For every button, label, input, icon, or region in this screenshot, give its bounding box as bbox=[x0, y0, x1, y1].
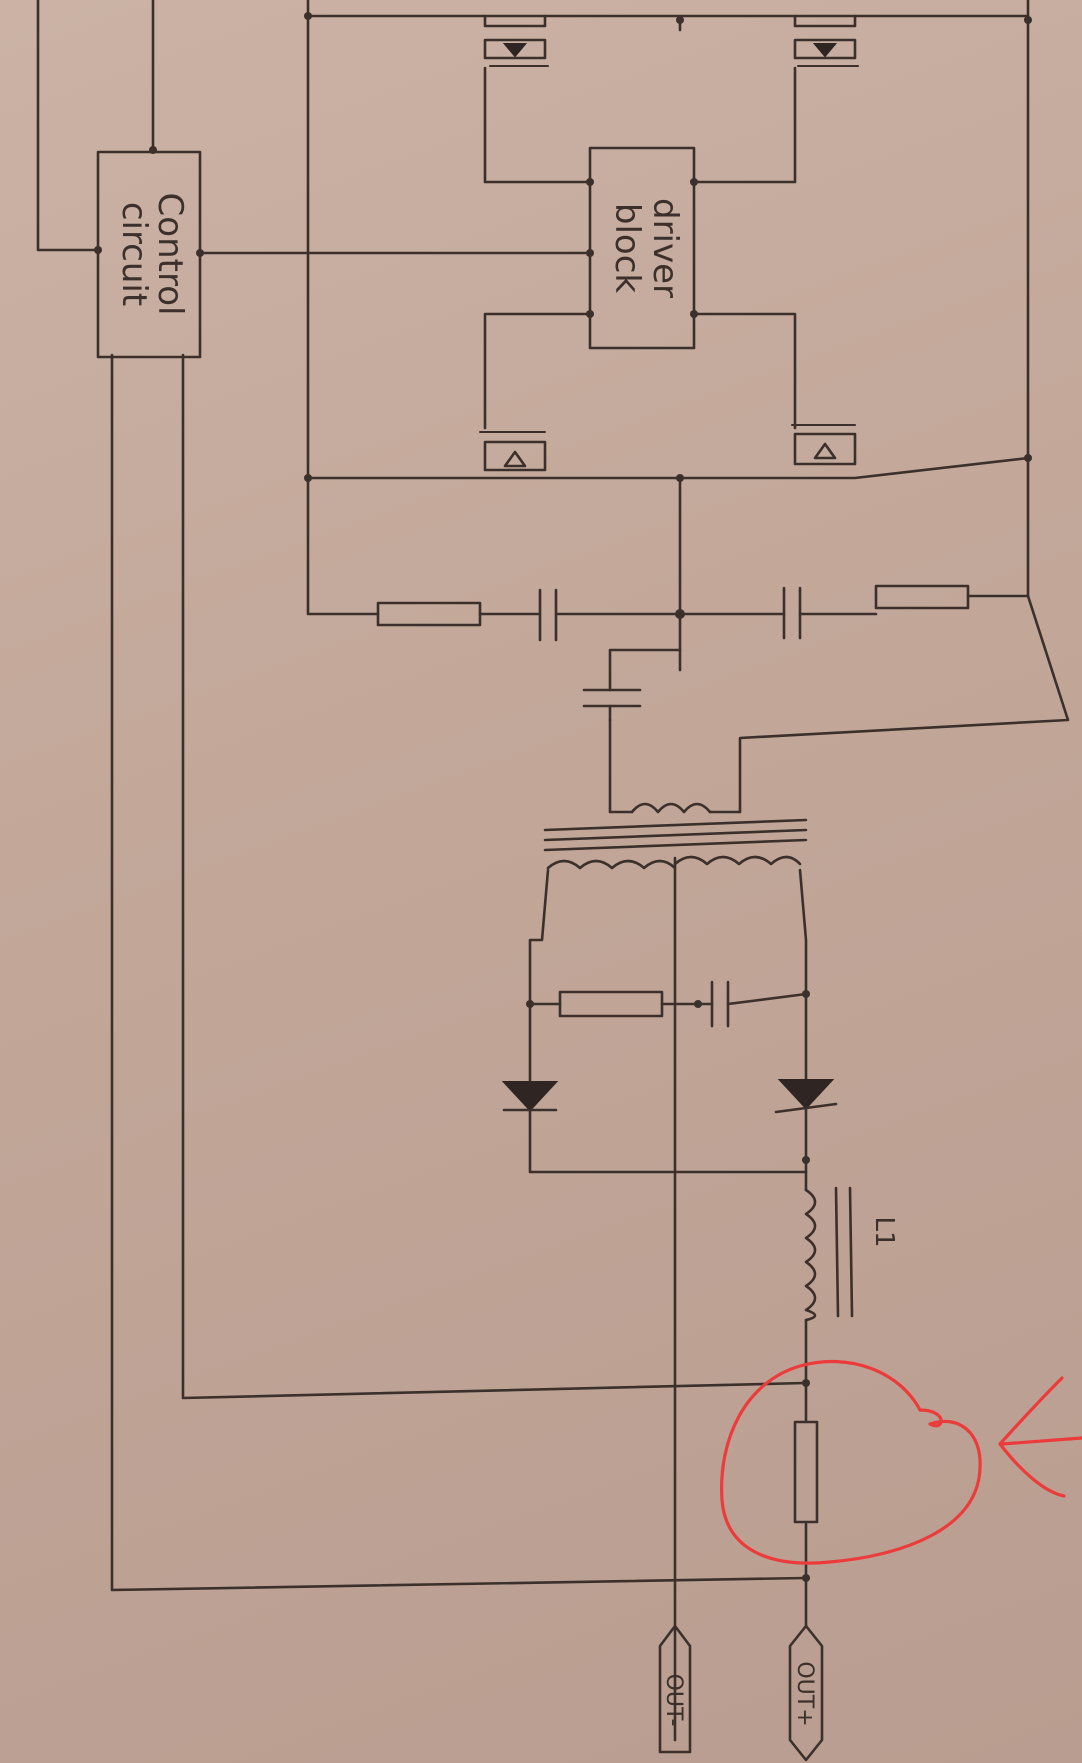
output-inductor: L1 bbox=[804, 1186, 899, 1322]
wire-left-feedback bbox=[36, 0, 100, 252]
terminal-out-positive: OUT+ bbox=[788, 1624, 824, 1762]
wire-q1-drain bbox=[483, 14, 547, 28]
transformer bbox=[543, 802, 808, 870]
svg-text:OUT-: OUT- bbox=[661, 1674, 686, 1727]
mosfet-q4 bbox=[791, 424, 857, 466]
wire-q2-drain bbox=[793, 14, 857, 28]
coupling-capacitor bbox=[582, 688, 642, 722]
wire-sec-snubber bbox=[528, 992, 808, 1006]
snubber-capacitor-left bbox=[538, 588, 558, 642]
wire-secondary-right bbox=[798, 868, 808, 1087]
secondary-winding-left bbox=[546, 859, 677, 870]
rectifier-diode-left bbox=[501, 1081, 559, 1112]
driver-label-line2: block bbox=[607, 203, 647, 294]
svg-text:OUT+: OUT+ bbox=[792, 1661, 817, 1726]
wire-bridge-left-rail bbox=[306, 0, 380, 616]
control-circuit-block: Control circuit bbox=[96, 150, 202, 359]
mosfet-q2 bbox=[793, 38, 859, 67]
mosfet-q1 bbox=[483, 38, 549, 67]
current-sense-resistor bbox=[793, 1420, 819, 1524]
wire-right-rail bbox=[966, 0, 1030, 598]
secondary-snubber-resistor bbox=[558, 990, 664, 1018]
wire-q2-gate bbox=[692, 66, 797, 184]
wire-primary-left bbox=[608, 648, 682, 814]
wire-q1-gate bbox=[483, 66, 592, 184]
snubber-resistor-left bbox=[376, 601, 482, 627]
wire-q3-gate bbox=[483, 312, 592, 430]
primary-winding bbox=[630, 802, 712, 814]
snubber-resistor-right bbox=[874, 584, 970, 610]
junction-dots bbox=[94, 12, 1032, 1582]
control-label-line2: circuit bbox=[114, 202, 154, 306]
wire-secondary-left bbox=[528, 868, 550, 1006]
terminal-out-negative: OUT- bbox=[658, 1624, 692, 1754]
mosfet-q3 bbox=[479, 431, 547, 472]
secondary-winding-right bbox=[673, 855, 802, 866]
wire-d1 bbox=[528, 1002, 808, 1174]
inductor-label: L1 bbox=[869, 1216, 899, 1247]
core-lines bbox=[543, 818, 808, 852]
rectifier-diode-right bbox=[774, 1079, 838, 1114]
annotation-arrow bbox=[998, 1376, 1082, 1498]
secondary-snubber-capacitor bbox=[710, 980, 730, 1028]
wire-sense-b bbox=[181, 353, 807, 1400]
red-annotation bbox=[720, 1359, 1082, 1565]
control-label-line1: Control bbox=[150, 193, 190, 316]
wire-sense-a bbox=[110, 353, 807, 1592]
wire-q4-gate bbox=[692, 312, 797, 430]
driver-block: driver block bbox=[588, 146, 696, 350]
driver-label-line1: driver bbox=[645, 198, 685, 298]
wire-lower-bus bbox=[306, 456, 1030, 480]
wire-bus-right-to-transformer bbox=[708, 594, 1070, 814]
wires bbox=[36, 0, 1070, 1742]
snubber-capacitor-right bbox=[782, 586, 802, 640]
annotation-circle bbox=[720, 1359, 982, 1565]
